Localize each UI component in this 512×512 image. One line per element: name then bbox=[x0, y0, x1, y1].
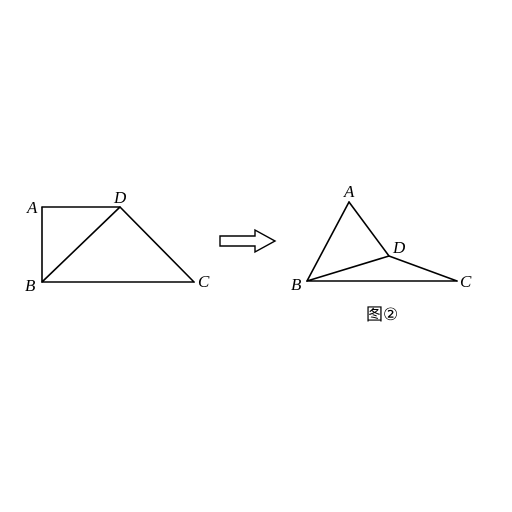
edge-dc-left bbox=[119, 206, 195, 283]
edge-dc-right bbox=[388, 255, 458, 282]
edge-bd-right bbox=[306, 255, 390, 282]
vertex-label-d-left: D bbox=[113, 188, 127, 207]
edge-bd-left bbox=[41, 206, 121, 283]
figure-left-trapezoid: A B C D bbox=[25, 188, 210, 295]
figure-right-folded: A B C D 图② bbox=[291, 182, 472, 325]
vertex-label-a-left: A bbox=[26, 198, 38, 217]
transform-arrow bbox=[219, 228, 277, 254]
edge-ab-right bbox=[306, 201, 350, 282]
right-arrow-icon bbox=[219, 228, 277, 254]
figure-caption: 图② bbox=[366, 305, 398, 325]
vertex-label-c-left: C bbox=[198, 272, 210, 291]
edge-ad-right bbox=[348, 201, 390, 257]
vertex-label-b-left: B bbox=[25, 276, 36, 295]
vertex-label-b-right: B bbox=[291, 275, 302, 294]
vertex-label-a-right: A bbox=[343, 182, 355, 201]
vertex-label-c-right: C bbox=[460, 272, 472, 291]
vertex-label-d-right: D bbox=[392, 238, 406, 257]
